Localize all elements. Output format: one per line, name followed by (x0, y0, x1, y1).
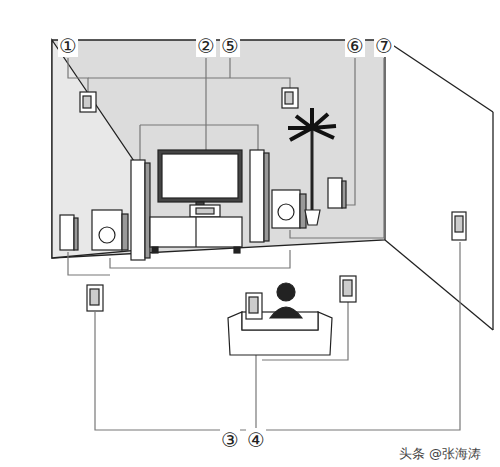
subwoofer (92, 210, 128, 250)
ceiling-speaker (80, 92, 96, 112)
leader-line (68, 252, 110, 275)
potted-plant (288, 108, 336, 225)
side-speaker (452, 212, 466, 240)
cabinet (150, 217, 242, 253)
leader-line (68, 58, 88, 92)
tower-speaker (131, 160, 150, 260)
wall-edge (492, 112, 493, 330)
back-wall (52, 40, 385, 258)
callout-number: ② (196, 35, 216, 57)
leader-line (88, 78, 290, 88)
leader-line (140, 125, 258, 150)
leader-line (95, 312, 222, 430)
front-speaker (60, 215, 78, 250)
callout-number: ⑥ (345, 35, 365, 57)
subwoofer (272, 190, 306, 228)
leader-line (139, 125, 140, 160)
speakers (60, 88, 466, 355)
callout-number: ① (58, 35, 78, 57)
callout-number: ③ (220, 429, 240, 451)
floor-edge (385, 240, 493, 330)
ceiling-edge (385, 40, 493, 112)
listener (270, 283, 302, 318)
television (158, 150, 242, 208)
ceiling-speaker (282, 88, 298, 108)
center-speaker (190, 205, 220, 217)
tower-speaker (250, 150, 269, 242)
rear-speaker (340, 276, 356, 302)
leader-line (229, 58, 230, 78)
rear-speaker (246, 293, 262, 319)
watermark: 头条 @张海涛 (398, 446, 482, 461)
leader-line (290, 58, 384, 238)
callout-number: ⑦ (374, 35, 394, 57)
room-outline (52, 40, 493, 330)
left-wall (52, 40, 140, 258)
callout-number: ⑤ (220, 35, 240, 57)
callout-number: ④ (246, 429, 266, 451)
side-speaker (87, 285, 103, 311)
speaker-wires (68, 58, 460, 430)
front-speaker (328, 178, 346, 208)
